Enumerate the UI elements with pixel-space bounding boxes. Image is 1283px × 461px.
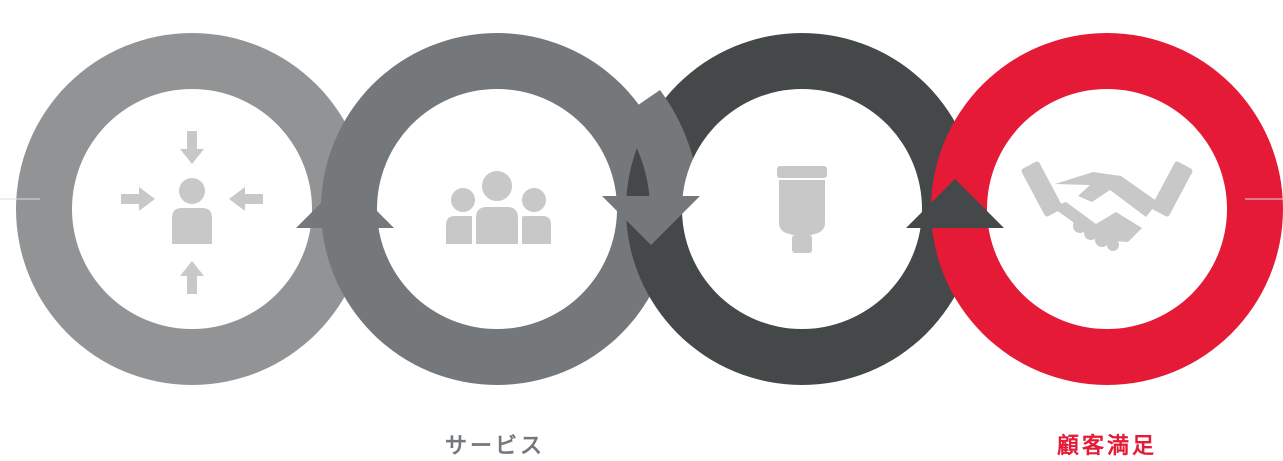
people-group-icon [446,167,551,248]
handshake-icon [1021,161,1193,251]
ring-step-4 [931,33,1283,385]
arrowhead-up-3 [906,179,1004,228]
arrowhead-down-2 [602,196,700,245]
step-label-customer-satisfaction: 顧客満足 [1056,434,1158,459]
step-label-service: サービス [444,434,546,459]
filter-cartridge-icon [777,166,827,253]
arrowhead-up-1 [296,179,394,228]
focus-person-icon [121,131,263,294]
